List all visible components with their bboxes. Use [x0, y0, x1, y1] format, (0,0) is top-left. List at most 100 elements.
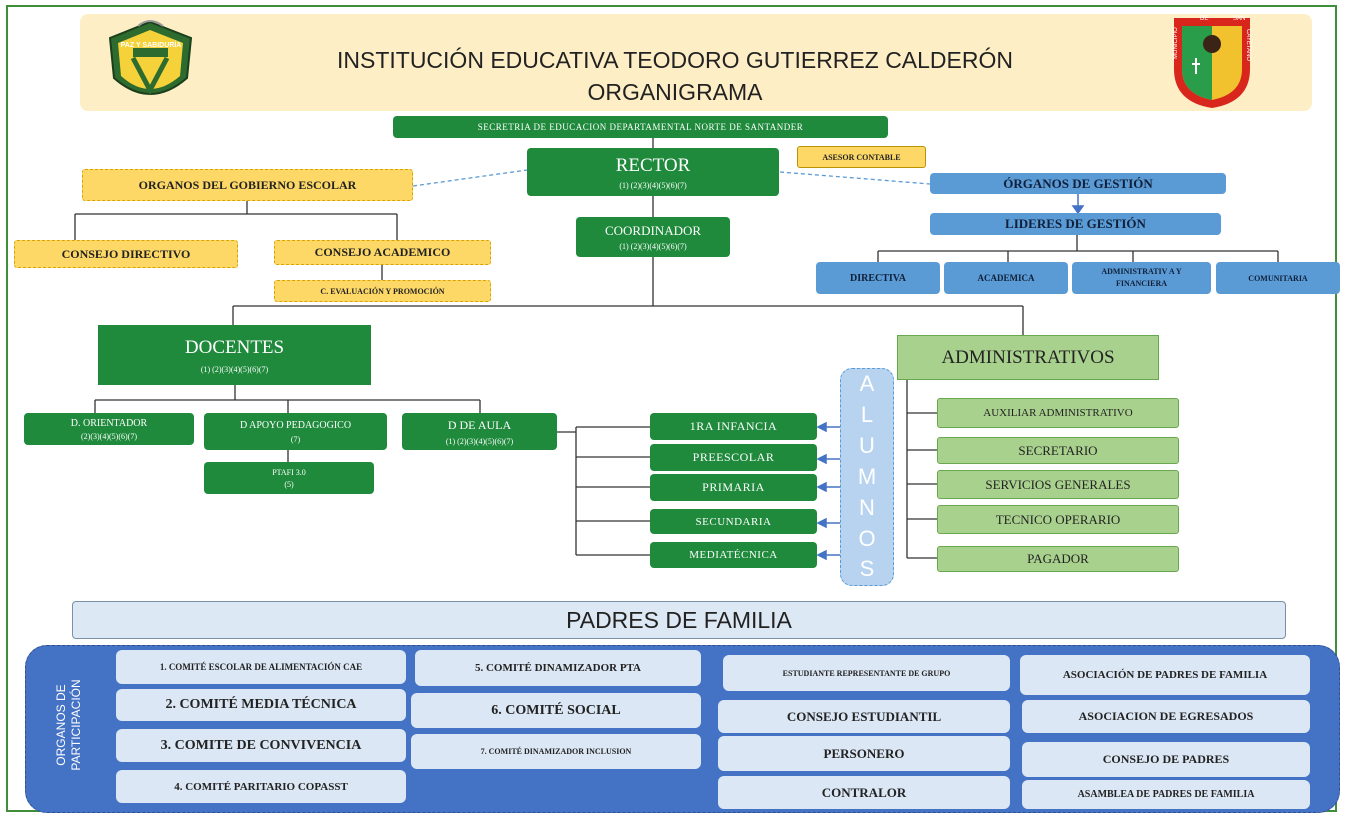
gobierno-label: ORGANOS DEL GOBIERNO ESCOLAR	[138, 177, 357, 192]
gestion-administrativa-label: ADMINISTRATIV A Y FINANCIERA	[1101, 267, 1182, 288]
consejo-directivo-label: CONSEJO DIRECTIVO	[61, 246, 191, 261]
municipal-shield-logo	[1170, 14, 1254, 110]
comite-inclusion: 7. COMITÉ DINAMIZADOR INCLUSION	[411, 734, 701, 769]
page-title: INSTITUCIÓN EDUCATIVA TEODORO GUTIERREZ …	[200, 44, 1150, 108]
docentes-codes: (1) (2)(3)(4)(5)(6)(7)	[200, 364, 269, 374]
secretaria-label: SECRETRIA DE EDUCACION DEPARTAMENTAL NOR…	[477, 122, 804, 132]
comite-copasst-label: 4. COMITÉ PARITARIO COPASST	[174, 780, 348, 793]
asamblea-padres: ASAMBLEA DE PADRES DE FAMILIA	[1022, 780, 1310, 809]
admin-secretario-node: SECRETARIO	[937, 437, 1179, 464]
comite-copasst: 4. COMITÉ PARITARIO COPASST	[116, 770, 406, 803]
header-banner	[80, 14, 1312, 111]
chart-name: ORGANIGRAMA	[587, 79, 763, 105]
consejo-academico-label: CONSEJO ACADEMICO	[314, 245, 451, 259]
nivel-infancia-label: 1RA INFANCIA	[689, 419, 778, 433]
cayetano-label: CAYETANO	[1245, 28, 1252, 62]
admin-pagador-node: PAGADOR	[937, 546, 1179, 572]
ptafi-node: PTAFI 3.0 (5)	[204, 462, 374, 494]
nivel-preescolar-label: PREESCOLAR	[692, 450, 775, 464]
docentes-label: DOCENTES	[184, 336, 285, 358]
admin-tecnico-label: TECNICO OPERARIO	[995, 511, 1121, 527]
estudiante-representante-label: ESTUDIANTE REPRESENTANTE DE GRUPO	[782, 668, 951, 678]
school-shield-logo	[103, 18, 198, 110]
asociacion-padres-label: ASOCIACIÓN DE PADRES DE FAMILIA	[1062, 669, 1268, 681]
lideres-gestion-node: LIDERES DE GESTIÓN	[930, 213, 1221, 235]
asamblea-padres-label: ASAMBLEA DE PADRES DE FAMILIA	[1077, 789, 1255, 800]
organos-gestion-node: ÓRGANOS DE GESTIÓN	[930, 173, 1226, 194]
contralor-label: CONTRALOR	[821, 784, 907, 800]
orientador-label: D. ORIENTADOR	[70, 417, 148, 429]
coordinador-node: COORDINADOR (1) (2)(3)(4)(5)(6)(7)	[576, 217, 730, 257]
contralor: CONTRALOR	[718, 776, 1010, 809]
alumnos-letter-a: A	[859, 371, 875, 397]
participacion-label: ORGANOS DE PARTICIPACIÓN	[24, 679, 114, 770]
admin-auxiliar-label: AUXILIAR ADMINISTRATIVO	[983, 407, 1133, 419]
comite-convivencia: 3. COMITE DE CONVIVENCIA	[116, 729, 406, 762]
nivel-media-node: MEDIATÉCNICA	[650, 542, 817, 568]
aula-node: D DE AULA (1) (2)(3)(4)(5)(6)(7)	[402, 413, 557, 450]
admin-tecnico-node: TECNICO OPERARIO	[937, 505, 1179, 534]
comite-cae: 1. COMITÉ ESCOLAR DE ALIMENTACIÓN CAE	[116, 650, 406, 684]
gestion-academica-label: ACADEMICA	[977, 273, 1035, 283]
coordinador-label: COORDINADOR	[604, 223, 702, 238]
ptafi-codes: (5)	[284, 479, 294, 489]
admin-secretario-label: SECRETARIO	[1018, 442, 1098, 458]
school-motto: PAZ Y SABIDURÍA	[120, 42, 182, 49]
asociacion-egresados: ASOCIACION DE EGRESADOS	[1022, 700, 1310, 733]
evaluacion-node: C. EVALUACIÓN Y PROMOCIÓN	[274, 280, 491, 302]
alumnos-letter-l: L	[860, 402, 874, 428]
nivel-preescolar-node: PREESCOLAR	[650, 444, 817, 471]
personero: PERSONERO	[718, 736, 1010, 771]
municipio-label: MUNICIPIO	[1172, 27, 1179, 59]
consejo-estudiantil: CONSEJO ESTUDIANTIL	[718, 700, 1010, 733]
gestion-administrativa-node: ADMINISTRATIV A Y FINANCIERA	[1072, 262, 1211, 294]
comite-convivencia-label: 3. COMITE DE CONVIVENCIA	[160, 737, 362, 753]
participacion-label-line1: ORGANOS DE	[54, 684, 68, 766]
institution-name: INSTITUCIÓN EDUCATIVA TEODORO GUTIERREZ …	[336, 47, 1013, 73]
lideres-gestion-label: LIDERES DE GESTIÓN	[1005, 216, 1146, 231]
estudiante-representante: ESTUDIANTE REPRESENTANTE DE GRUPO	[723, 655, 1010, 691]
comite-social-label: 6. COMITÉ SOCIAL	[491, 702, 621, 718]
ptafi-label: PTAFI 3.0	[272, 467, 306, 477]
coordinador-codes: (1) (2)(3)(4)(5)(6)(7)	[619, 242, 687, 251]
nivel-secundaria-label: SECUNDARIA	[695, 515, 772, 528]
asociacion-egresados-label: ASOCIACION DE EGRESADOS	[1078, 709, 1254, 723]
de-label: DE	[1200, 16, 1209, 22]
admin-servicios-label: SERVICIOS GENERALES	[985, 476, 1131, 492]
gestion-comunitaria-node: COMUNITARIA	[1216, 262, 1340, 294]
personero-label: PERSONERO	[823, 745, 905, 761]
comite-social: 6. COMITÉ SOCIAL	[411, 693, 701, 728]
rector-label: RECTOR	[615, 154, 691, 176]
apoyo-label: D APOYO PEDAGOGICO	[239, 419, 352, 431]
gobierno-node: ORGANOS DEL GOBIERNO ESCOLAR	[82, 169, 413, 201]
alumnos-letter-m: M	[857, 463, 877, 489]
gestion-directiva-label: DIRECTIVA	[850, 272, 906, 284]
comite-pta: 5. COMITÉ DINAMIZADOR PTA	[415, 650, 701, 686]
padres-banner: PADRES DE FAMILIA	[72, 601, 1286, 639]
nivel-secundaria-node: SECUNDARIA	[650, 509, 817, 534]
aula-codes: (1) (2)(3)(4)(5)(6)(7)	[445, 436, 514, 446]
consejo-directivo-node: CONSEJO DIRECTIVO	[14, 240, 238, 268]
comite-media-tecnica-label: 2. COMITÉ MEDIA TÉCNICA	[165, 697, 357, 712]
gestion-directiva-node: DIRECTIVA	[816, 262, 940, 294]
docentes-node: DOCENTES (1) (2)(3)(4)(5)(6)(7)	[98, 325, 371, 385]
asociacion-padres: ASOCIACIÓN DE PADRES DE FAMILIA	[1020, 655, 1310, 695]
rector-node: RECTOR (1) (2)(3)(4)(5)(6)(7)	[527, 148, 779, 196]
organos-gestion-label: ÓRGANOS DE GESTIÓN	[1003, 175, 1153, 191]
comite-inclusion-label: 7. COMITÉ DINAMIZADOR INCLUSION	[480, 747, 632, 756]
alumnos-letter-u: U	[859, 433, 875, 459]
orientador-node: D. ORIENTADOR (2)(3)(4)(5)(6)(7)	[24, 413, 194, 445]
admin-auxiliar-node: AUXILIAR ADMINISTRATIVO	[937, 398, 1179, 428]
nivel-infancia-node: 1RA INFANCIA	[650, 413, 817, 440]
gestion-comunitaria-label: COMUNITARIA	[1248, 273, 1308, 283]
padres-label: PADRES DE FAMILIA	[566, 606, 792, 633]
san-label: SAN	[1233, 16, 1246, 22]
apoyo-node: D APOYO PEDAGOGICO (7)	[204, 413, 387, 450]
orientador-codes: (2)(3)(4)(5)(6)(7)	[81, 431, 137, 441]
comite-media-tecnica: 2. COMITÉ MEDIA TÉCNICA	[116, 689, 406, 721]
consejo-estudiantil-label: CONSEJO ESTUDIANTIL	[786, 708, 942, 724]
apoyo-codes: (7)	[290, 434, 301, 444]
gestion-academica-node: ACADEMICA	[944, 262, 1068, 294]
alumnos-column: A L U M N O S	[840, 368, 894, 586]
